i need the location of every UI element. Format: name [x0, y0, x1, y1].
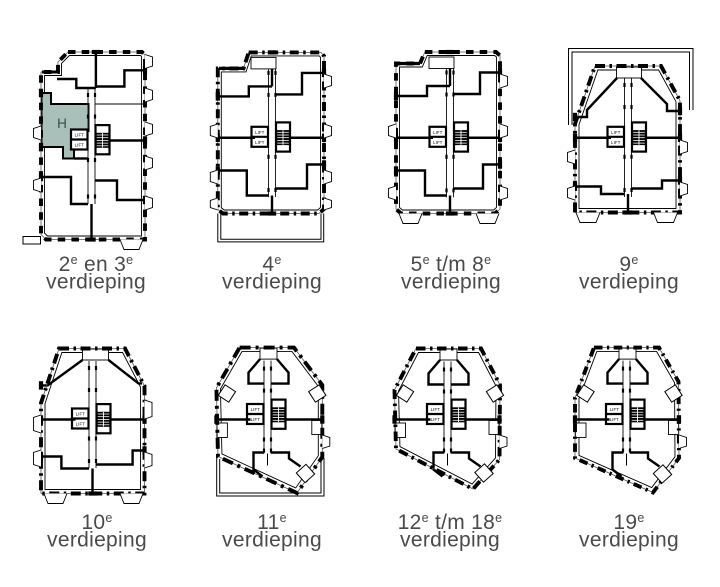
- svg-text:4e​: 4e​: [262, 253, 281, 276]
- svg-text:LIFT: LIFT: [76, 422, 86, 427]
- svg-text:verdieping: verdieping: [47, 529, 147, 552]
- svg-text:LIFT: LIFT: [75, 143, 85, 148]
- svg-text:LIFT: LIFT: [255, 130, 265, 135]
- svg-text:verdieping: verdieping: [222, 529, 322, 552]
- svg-text:10e​: 10e​: [81, 511, 112, 534]
- svg-text:LIFT: LIFT: [431, 407, 441, 412]
- svg-text:12e​ t/m 18e​: 12e​ t/m 18e​: [398, 511, 503, 534]
- svg-text:LIFT: LIFT: [251, 417, 261, 422]
- svg-text:verdieping: verdieping: [401, 271, 501, 294]
- svg-text:LIFT: LIFT: [433, 140, 443, 145]
- svg-text:LIFT: LIFT: [610, 407, 620, 412]
- svg-text:verdieping: verdieping: [222, 271, 322, 294]
- svg-text:LIFT: LIFT: [610, 417, 620, 422]
- svg-text:verdieping: verdieping: [400, 529, 500, 552]
- svg-text:11e​: 11e​: [257, 511, 287, 534]
- svg-text:LIFT: LIFT: [255, 140, 265, 145]
- svg-text:9e​: 9e​: [619, 253, 638, 276]
- svg-text:2e​ en 3e​: 2e​ en 3e​: [59, 253, 134, 276]
- svg-text:verdieping: verdieping: [579, 271, 679, 294]
- svg-text:verdieping: verdieping: [579, 529, 679, 552]
- svg-text:LIFT: LIFT: [433, 130, 443, 135]
- svg-text:LIFT: LIFT: [75, 133, 85, 138]
- svg-text:LIFT: LIFT: [431, 417, 441, 422]
- svg-text:LIFT: LIFT: [611, 130, 621, 135]
- svg-text:verdieping: verdieping: [46, 271, 146, 294]
- svg-text:19e​: 19e​: [613, 511, 644, 534]
- svg-text:5e​ t/m 8e​: 5e​ t/m 8e​: [411, 253, 492, 276]
- svg-text:LIFT: LIFT: [76, 412, 86, 417]
- svg-text:LIFT: LIFT: [251, 407, 261, 412]
- svg-text:LIFT: LIFT: [611, 140, 621, 145]
- svg-text:H: H: [57, 116, 67, 131]
